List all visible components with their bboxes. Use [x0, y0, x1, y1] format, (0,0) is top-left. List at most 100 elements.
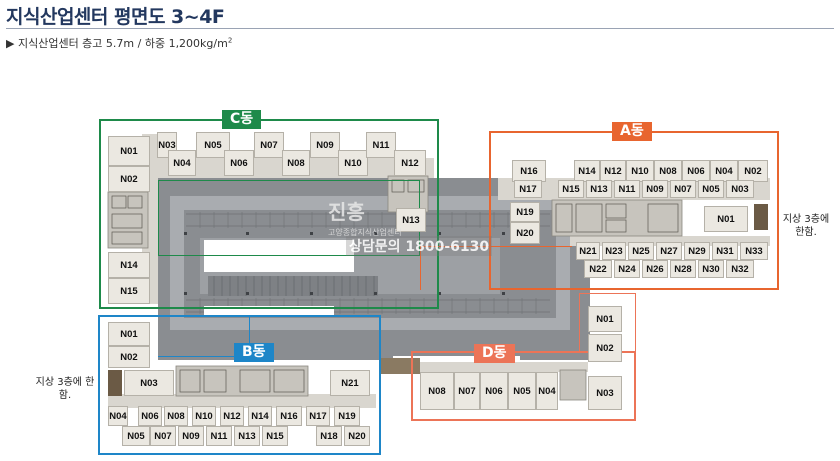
unit-b-n01[interactable]: N01	[108, 322, 150, 346]
unit-b-n03[interactable]: N03	[124, 370, 174, 396]
unit-a-n05[interactable]: N05	[698, 180, 724, 198]
unit-a-n15[interactable]: N15	[558, 180, 584, 198]
unit-a-n21[interactable]: N21	[576, 242, 600, 260]
unit-a-n04[interactable]: N04	[710, 160, 738, 182]
b-core-detail	[179, 369, 305, 393]
unit-c-n01[interactable]: N01	[108, 136, 150, 166]
unit-b-n08[interactable]: N08	[164, 406, 188, 426]
ramp-top	[204, 240, 354, 272]
unit-b-n07[interactable]: N07	[150, 426, 176, 446]
b-entrance	[108, 370, 122, 396]
unit-b-n21[interactable]: N21	[330, 370, 370, 396]
b-corridor	[108, 394, 376, 408]
unit-a-n19[interactable]: N19	[510, 202, 540, 222]
unit-d-n02[interactable]: N02	[588, 334, 622, 362]
unit-c-n02[interactable]: N02	[108, 166, 150, 192]
unit-b-n18[interactable]: N18	[316, 426, 342, 446]
drive-lane-north	[170, 196, 570, 210]
ramp-stripes	[208, 276, 378, 296]
a-core	[551, 199, 683, 237]
unit-a-n32[interactable]: N32	[726, 260, 754, 278]
unit-c-n07[interactable]: N07	[254, 132, 284, 158]
unit-a-n22[interactable]: N22	[584, 260, 612, 278]
unit-a-n11[interactable]: N11	[614, 180, 640, 198]
subtitle-sup: 2	[227, 36, 233, 45]
unit-a-n14[interactable]: N14	[574, 160, 600, 182]
unit-d-n07[interactable]: N07	[454, 372, 480, 410]
unit-d-n06[interactable]: N06	[480, 372, 508, 410]
drive-lane-west	[170, 196, 184, 330]
unit-a-n27[interactable]: N27	[656, 242, 682, 260]
unit-b-n13[interactable]: N13	[234, 426, 260, 446]
unit-a-n03[interactable]: N03	[726, 180, 754, 198]
unit-c-n14[interactable]: N14	[108, 252, 150, 278]
unit-a-n29[interactable]: N29	[684, 242, 710, 260]
watermark-brand: 진흥	[328, 200, 365, 224]
d-corridor	[418, 362, 588, 372]
unit-a-n20[interactable]: N20	[510, 222, 540, 244]
unit-b-n16[interactable]: N16	[276, 406, 302, 426]
unit-a-n24[interactable]: N24	[614, 260, 640, 278]
subtitle-marker: ▶	[6, 37, 15, 50]
note-a-entrance: 지상 3층에 한함.	[782, 214, 830, 238]
unit-d-n03[interactable]: N03	[588, 376, 622, 410]
unit-b-n02[interactable]: N02	[108, 346, 150, 368]
unit-a-n31[interactable]: N31	[712, 242, 738, 260]
unit-a-n07[interactable]: N07	[670, 180, 696, 198]
unit-b-n06[interactable]: N06	[138, 406, 162, 426]
unit-d-n05[interactable]: N05	[508, 372, 536, 410]
unit-c-n11[interactable]: N11	[366, 132, 396, 158]
unit-c-n06[interactable]: N06	[224, 150, 254, 176]
unit-a-n13[interactable]: N13	[586, 180, 612, 198]
unit-b-n10[interactable]: N10	[192, 406, 216, 426]
zone-d-label: D동	[474, 344, 515, 363]
title-divider	[6, 28, 834, 29]
unit-a-n01[interactable]: N01	[704, 206, 748, 232]
watermark-phone: 상담문의 1800-6130	[346, 236, 493, 256]
unit-d-n01[interactable]: N01	[588, 306, 622, 332]
connector-strip	[380, 358, 420, 374]
unit-a-n10[interactable]: N10	[626, 160, 654, 182]
unit-a-n25[interactable]: N25	[628, 242, 654, 260]
a-entrance	[754, 204, 768, 230]
zone-c-outline	[99, 119, 439, 309]
unit-a-n30[interactable]: N30	[698, 260, 724, 278]
unit-a-n08[interactable]: N08	[654, 160, 682, 182]
unit-d-n04[interactable]: N04	[536, 372, 558, 410]
unit-b-n04[interactable]: N04	[108, 406, 128, 426]
unit-b-n14[interactable]: N14	[248, 406, 272, 426]
unit-b-n17[interactable]: N17	[306, 406, 330, 426]
unit-c-n09[interactable]: N09	[310, 132, 340, 158]
subtitle-text: 지식산업센터 층고 5.7m / 하중 1,200kg/m	[17, 37, 228, 50]
unit-c-n15[interactable]: N15	[108, 278, 150, 304]
unit-c-n10[interactable]: N10	[338, 150, 368, 176]
unit-c-n13[interactable]: N13	[396, 208, 426, 232]
unit-b-n11[interactable]: N11	[206, 426, 232, 446]
structural-columns	[184, 232, 505, 295]
unit-c-n04[interactable]: N04	[168, 150, 196, 176]
unit-a-n23[interactable]: N23	[602, 242, 626, 260]
note-b-entrance: 지상 3층에 한함.	[35, 377, 95, 401]
unit-a-n33[interactable]: N33	[740, 242, 768, 260]
unit-c-n05[interactable]: N05	[196, 132, 230, 158]
unit-b-n12[interactable]: N12	[220, 406, 244, 426]
unit-b-n09[interactable]: N09	[178, 426, 204, 446]
zone-b-inner	[158, 315, 250, 357]
unit-c-n12[interactable]: N12	[394, 150, 426, 176]
unit-a-n26[interactable]: N26	[642, 260, 668, 278]
zone-c-label: C동	[222, 110, 262, 129]
ramp-bottom	[204, 306, 334, 316]
unit-a-n16[interactable]: N16	[512, 160, 546, 182]
unit-b-n19[interactable]: N19	[334, 406, 360, 426]
unit-b-n05[interactable]: N05	[122, 426, 150, 446]
unit-c-n08[interactable]: N08	[282, 150, 310, 176]
unit-a-n12[interactable]: N12	[600, 160, 626, 182]
unit-a-n02[interactable]: N02	[738, 160, 768, 182]
unit-a-n28[interactable]: N28	[670, 260, 696, 278]
unit-d-n08[interactable]: N08	[420, 372, 454, 410]
unit-a-n17[interactable]: N17	[514, 180, 542, 198]
unit-b-n15[interactable]: N15	[262, 426, 288, 446]
unit-b-n20[interactable]: N20	[344, 426, 370, 446]
unit-a-n09[interactable]: N09	[642, 180, 668, 198]
unit-a-n06[interactable]: N06	[682, 160, 710, 182]
